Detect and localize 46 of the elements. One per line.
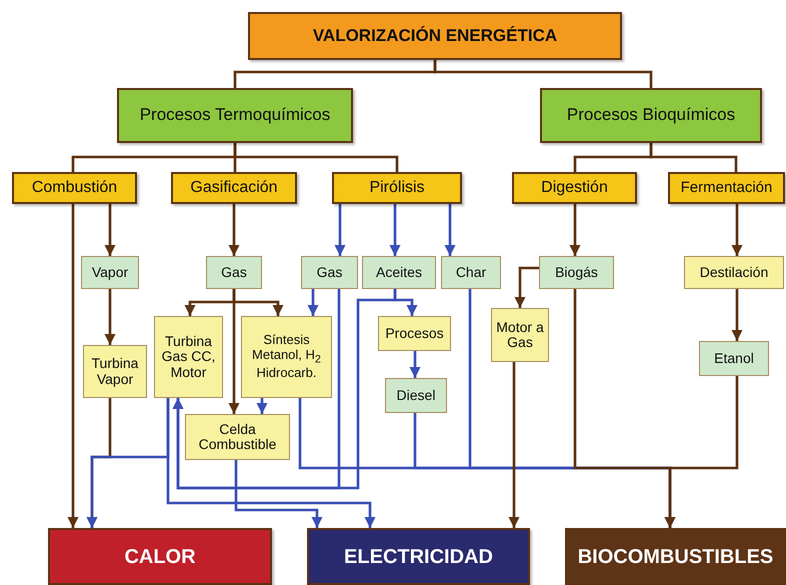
connector-arrow: [256, 398, 268, 414]
product-box: Aceites: [362, 256, 436, 289]
connector-arrow: [228, 289, 240, 414]
technology-box: Procesos: [378, 316, 451, 351]
technology-box: Síntesis Metanol, H$_{2}$ Hidrocarb.: [241, 316, 332, 398]
process-group-box: Procesos Bioquímicos: [540, 88, 762, 143]
connector-arrow: [410, 351, 420, 378]
process-box: Combustión: [12, 172, 137, 204]
process-box: Fermentación: [668, 172, 785, 204]
title-box: VALORIZACIÓN ENERGÉTICA: [248, 12, 622, 60]
output-box: BIOCOMBUSTIBLES: [565, 528, 786, 585]
connector-arrow: [68, 204, 78, 528]
connector-arrow: [508, 362, 520, 528]
connector-arrow: [394, 289, 418, 316]
connector-arrow: [732, 204, 742, 256]
connector-arrow: [334, 204, 346, 256]
technology-box: Turbina Vapor: [83, 345, 147, 398]
product-box: Biogás: [539, 256, 614, 289]
output-box: CALOR: [48, 528, 272, 585]
connector-arrow: [104, 204, 116, 256]
technology-box: Motor a Gas: [491, 308, 549, 362]
connector-arrow: [234, 460, 322, 528]
product-box: Vapor: [81, 256, 139, 289]
product-box: Gas: [301, 256, 358, 289]
product-box: Gas: [206, 256, 262, 289]
connector-arrow: [514, 266, 539, 308]
process-box: Gasificación: [171, 172, 297, 204]
connector-arrow: [390, 204, 400, 256]
product-box: Diesel: [385, 378, 447, 413]
connector-arrow: [444, 204, 456, 256]
connector-arrow: [308, 289, 318, 316]
connector-arrow: [732, 289, 742, 341]
product-box: Etanol: [699, 341, 769, 376]
connector-arrow: [104, 289, 116, 345]
connector-arrow: [570, 204, 580, 256]
output-box: ELECTRICIDAD: [307, 528, 530, 585]
connector-arrow: [86, 398, 170, 528]
process-box: Digestión: [512, 172, 637, 204]
process-group-box: Procesos Termoquímicos: [117, 88, 353, 143]
connector-arrow: [664, 376, 738, 528]
product-box: Char: [441, 256, 501, 289]
process-box: Pirólisis: [332, 172, 462, 204]
technology-box: Celda Combustible: [185, 414, 290, 460]
technology-box: Turbina Gas CC, Motor: [154, 316, 223, 398]
connector-arrow: [228, 204, 240, 256]
technology-box: Destilación: [684, 256, 784, 289]
